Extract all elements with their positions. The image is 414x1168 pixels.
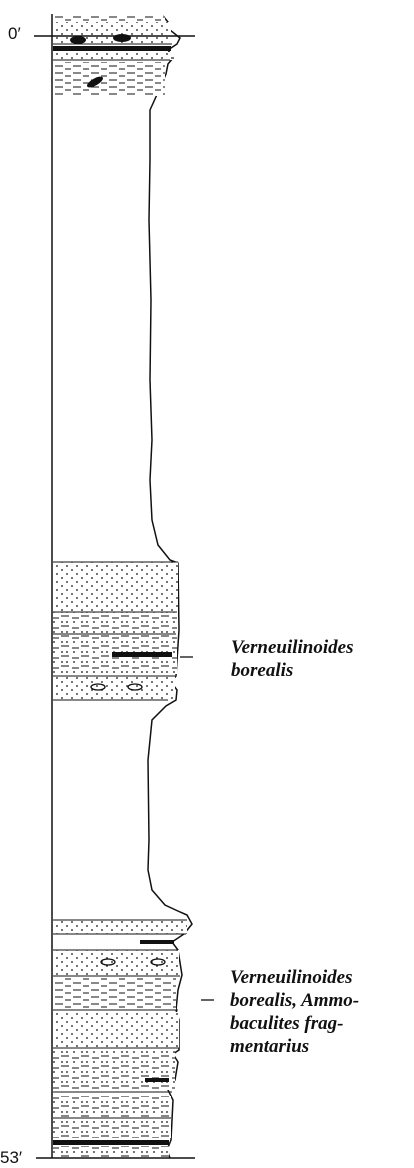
upper-fossil-label: Verneuilinoides borealis [231,636,353,682]
top-shale-cap [53,16,165,22]
concretion-top-1 [70,36,86,44]
sand-concretion-bed [53,676,175,700]
coal-seam-lower [140,940,174,944]
lower-sand-1 [53,920,187,934]
coal-seam-base [53,1140,169,1145]
lower-shale [53,978,176,1010]
basal-mixed-beds [53,1096,171,1138]
basal-sand [53,1146,169,1158]
lower-sand-3 [53,1012,179,1048]
upper-mixed-beds [53,612,177,674]
thin-sand-bed [53,52,173,60]
concretion-top-2 [113,34,131,42]
upper-shale [53,62,165,96]
coal-seam-top [53,46,171,51]
depth-label-bottom: 53′ [0,1148,22,1168]
coal-seam-lower-2 [145,1078,169,1082]
lower-fossil-label: Verneuilinoides borealis, Ammo- baculite… [230,966,359,1058]
lower-mixed-beds [53,1050,175,1090]
lower-sand-2 [53,950,179,976]
depth-label-top: 0′ [8,24,21,44]
upper-sand-package [53,562,178,612]
coal-seam-mid [112,652,172,657]
